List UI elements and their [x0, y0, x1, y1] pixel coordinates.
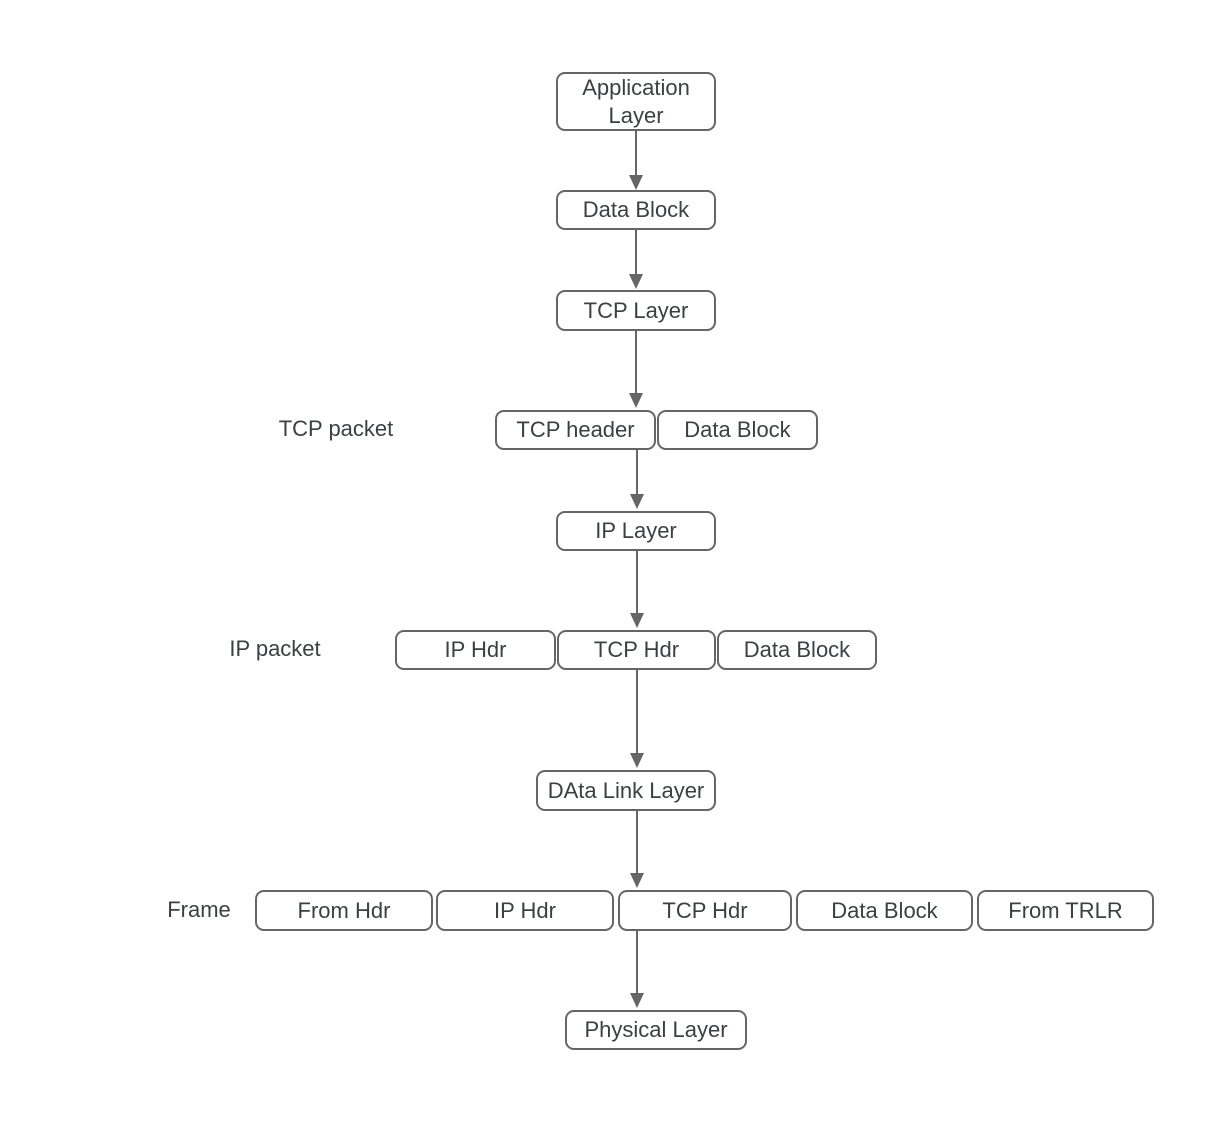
arrowhead-icon	[630, 494, 644, 509]
node-data-link-layer: DAta Link Layer	[536, 770, 716, 811]
node-data-block-application: Data Block	[556, 190, 716, 230]
arrow-application-to-datablock	[629, 131, 643, 190]
node-frame-from-hdr: From Hdr	[255, 890, 433, 931]
arrowhead-icon	[630, 613, 644, 628]
node-ip-packet-data-block: Data Block	[717, 630, 877, 670]
node-frame-from-trlr: From TRLR	[977, 890, 1154, 931]
arrowhead-icon	[630, 753, 644, 768]
row-label-frame: Frame	[167, 897, 231, 922]
arrowhead-icon	[630, 873, 644, 888]
arrowhead-icon	[629, 393, 643, 408]
row-label-ip-packet: IP packet	[229, 636, 321, 661]
node-physical-layer: Physical Layer	[565, 1010, 747, 1050]
node-ip-layer: IP Layer	[556, 511, 716, 551]
arrow-datalink-to-frame	[630, 811, 644, 888]
node-ip-hdr: IP Hdr	[395, 630, 556, 670]
arrow-iplayer-to-ippacket	[630, 551, 644, 628]
arrow-tcplayer-to-tcppacket	[629, 331, 643, 408]
node-tcp-layer: TCP Layer	[556, 290, 716, 331]
arrow-ippacket-to-datalink	[630, 670, 644, 768]
node-application-layer: Application Layer	[556, 72, 716, 131]
arrow-frame-to-physical	[630, 931, 644, 1008]
node-tcp-header: TCP header	[495, 410, 656, 450]
row-label-tcp-packet: TCP packet	[278, 416, 394, 441]
arrow-datablock-to-tcplayer	[629, 230, 643, 289]
arrow-tcpheader-to-iplayer	[630, 450, 644, 509]
arrowhead-icon	[629, 175, 643, 190]
arrowhead-icon	[630, 993, 644, 1008]
node-tcp-packet-data-block: Data Block	[657, 410, 818, 450]
node-frame-ip-hdr: IP Hdr	[436, 890, 614, 931]
node-tcp-hdr: TCP Hdr	[557, 630, 716, 670]
node-frame-tcp-hdr: TCP Hdr	[618, 890, 792, 931]
node-frame-data-block: Data Block	[796, 890, 973, 931]
arrowhead-icon	[629, 274, 643, 289]
